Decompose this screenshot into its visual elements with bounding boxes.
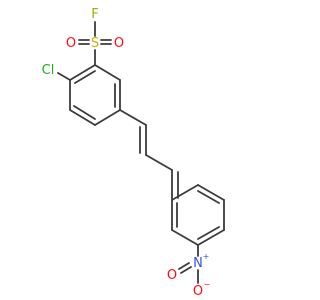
bond: [178, 262, 190, 270]
oxygen-atom-label: O: [193, 284, 203, 299]
oxygen-atom-label: O: [167, 268, 177, 283]
bond: [197, 184, 225, 201]
nitrogen-charge-label: +: [203, 252, 210, 261]
bond: [197, 229, 225, 246]
bond: [171, 184, 199, 201]
bond: [69, 64, 96, 81]
bond: [171, 229, 199, 246]
chlorine-atom-label: Cl: [42, 63, 55, 78]
nitrogen-atom-label: N: [193, 256, 203, 271]
atom-labels: F S O O Cl N + O − O: [42, 7, 211, 299]
bond: [94, 109, 121, 126]
bond: [145, 154, 173, 171]
structure-svg: F S O O Cl N + O − O: [42, 7, 225, 299]
bond-skeleton: [57, 21, 225, 284]
bond: [197, 226, 220, 240]
bond: [180, 266, 192, 274]
bond: [73, 105, 96, 120]
bond: [94, 64, 121, 81]
bond: [119, 109, 147, 126]
bond: [197, 190, 220, 204]
bond: [74, 70, 96, 84]
oxygen-charge-label: −: [204, 280, 211, 289]
molecule-structure-diagram: F S O O Cl N + O − O: [42, 7, 225, 299]
bond: [57, 72, 71, 81]
sulfur-atom-label: S: [91, 36, 99, 51]
fluorine-atom-label: F: [91, 7, 98, 22]
oxygen-atom-label: O: [114, 36, 124, 51]
bond: [69, 109, 96, 126]
oxygen-atom-label: O: [66, 36, 76, 51]
